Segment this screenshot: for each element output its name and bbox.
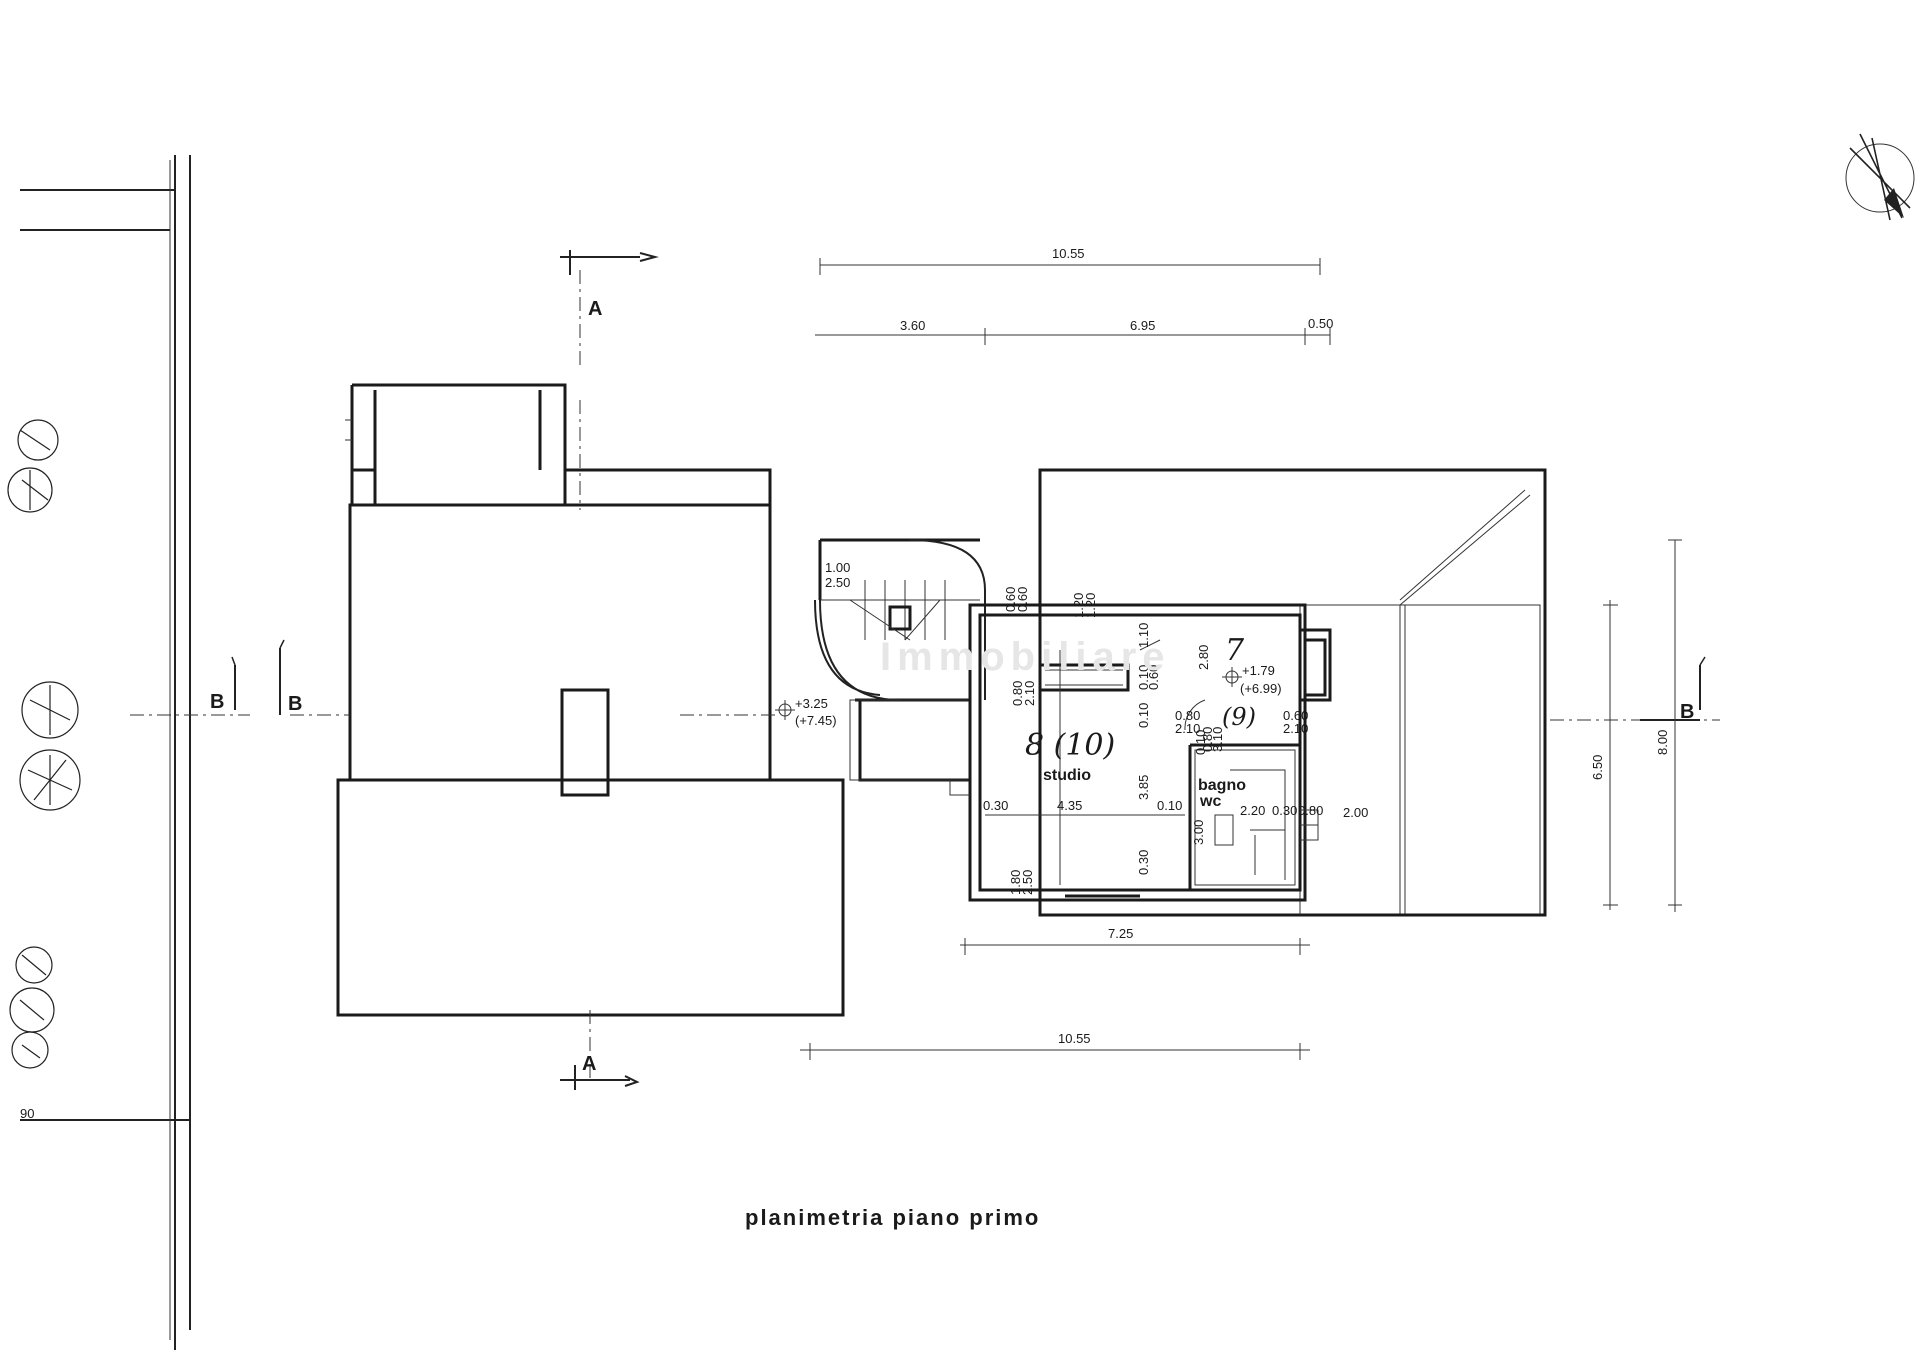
dim-right-inner: 6.50 <box>1590 755 1605 780</box>
section-mark-labels: A A B B B <box>210 298 1694 1075</box>
section-mark-b-left-1: B <box>210 691 224 713</box>
dim-bagno-b: 0.30 <box>1272 803 1297 818</box>
dim-top-seg-1: 3.60 <box>900 318 925 333</box>
dim-small-1: 0.60 <box>1003 587 1018 612</box>
dim-studio-height: 3.85 <box>1136 775 1151 800</box>
dim-door-1: 0.80 <box>1010 681 1025 706</box>
dim-bagno-side-b: 3.10 <box>1210 727 1225 752</box>
dim-studio-right: 0.10 <box>1157 798 1182 813</box>
section-mark-b-right: B <box>1680 701 1694 723</box>
dimension-labels: 10.55 3.60 6.95 0.50 10.55 7.25 6.50 8.0… <box>20 246 1670 1121</box>
dim-top-total: 10.55 <box>1052 246 1085 261</box>
section-lines <box>130 250 1720 1090</box>
dim-wall-1: 1.20 <box>1071 593 1086 618</box>
building-footprint <box>336 383 1547 1017</box>
dim-door-2: 0.80 <box>1175 708 1200 723</box>
room-number-studio: 8 (10) <box>1025 728 1115 763</box>
room-label-wc: wc <box>1199 793 1221 810</box>
level-markers <box>775 667 1242 720</box>
dim-right-outer: 8.00 <box>1655 730 1670 755</box>
section-mark-b-left-2: B <box>288 693 302 715</box>
north-arrow-icon <box>1845 133 1915 221</box>
dim-bagno-c: 0.80 <box>1298 803 1323 818</box>
margin-label: 90 <box>20 1106 34 1121</box>
dim-door-3: 0.60 <box>1283 708 1308 723</box>
dim-bottom-inner: 7.25 <box>1108 926 1133 941</box>
tree-icon <box>9 946 55 1069</box>
dim-studio-bottom: 0.30 <box>1136 850 1151 875</box>
watermark: Immobiliare <box>880 635 1171 679</box>
dim-bagno: 2.20 <box>1240 803 1265 818</box>
section-mark-a-top: A <box>588 298 602 320</box>
level-2: +1.79 <box>1242 663 1275 678</box>
room-label-studio: studio <box>1043 767 1091 784</box>
dim-stair-2: 2.50 <box>825 575 850 590</box>
room-labels: 8 (10) studio 7 (9) bagno wc <box>1025 633 1256 810</box>
dim-door-2b: 2.10 <box>1175 721 1200 736</box>
dim-stair-1: 1.00 <box>825 560 850 575</box>
dim-wall-2: 1.20 <box>1083 593 1098 618</box>
dim-door-1b: 2.10 <box>1022 681 1037 706</box>
dim-top-seg-2: 6.95 <box>1130 318 1155 333</box>
tree-icon <box>7 419 59 513</box>
dim-bagno-side: 0.80 <box>1200 727 1215 752</box>
interior-rooms <box>949 603 1332 902</box>
dim-window-1: 1.80 <box>1008 870 1023 895</box>
dim-wall-8: 0.10 <box>1193 730 1208 755</box>
dim-wall-3: 1.10 <box>1136 623 1151 648</box>
tree-icon <box>19 681 81 811</box>
dim-wall-6: 0.60 <box>1146 665 1161 690</box>
room-number-bagno-b: (9) <box>1222 703 1256 731</box>
dim-studio-left: 0.30 <box>983 798 1008 813</box>
section-mark-a-bottom: A <box>582 1053 596 1075</box>
level-1b: (+7.45) <box>795 713 837 728</box>
dim-window-1b: 2.50 <box>1020 870 1035 895</box>
dim-bottom-total: 10.55 <box>1058 1031 1091 1046</box>
trees <box>7 419 81 1069</box>
room-label-bagno: bagno <box>1198 777 1246 794</box>
skylight <box>560 688 610 797</box>
dim-bagno-height: 3.00 <box>1191 820 1206 845</box>
dim-door-3b: 2.10 <box>1283 721 1308 736</box>
dim-wall-5: 0.10 <box>1136 665 1151 690</box>
dimension-lines <box>800 258 1682 1060</box>
level-2b: (+6.99) <box>1240 681 1282 696</box>
dim-bagno-right: 2.00 <box>1343 805 1368 820</box>
dim-wall-4: 2.80 <box>1196 645 1211 670</box>
site-boundary <box>20 155 191 1350</box>
dim-small-2: 0.60 <box>1015 587 1030 612</box>
dim-studio-width: 4.35 <box>1057 798 1082 813</box>
drawing-title: planimetria piano primo <box>745 1205 1040 1230</box>
room-number-bagno: 7 <box>1225 633 1245 668</box>
dim-wall-7: 0.10 <box>1136 703 1151 728</box>
level-1: +3.25 <box>795 696 828 711</box>
dim-top-seg-3: 0.50 <box>1308 316 1333 331</box>
